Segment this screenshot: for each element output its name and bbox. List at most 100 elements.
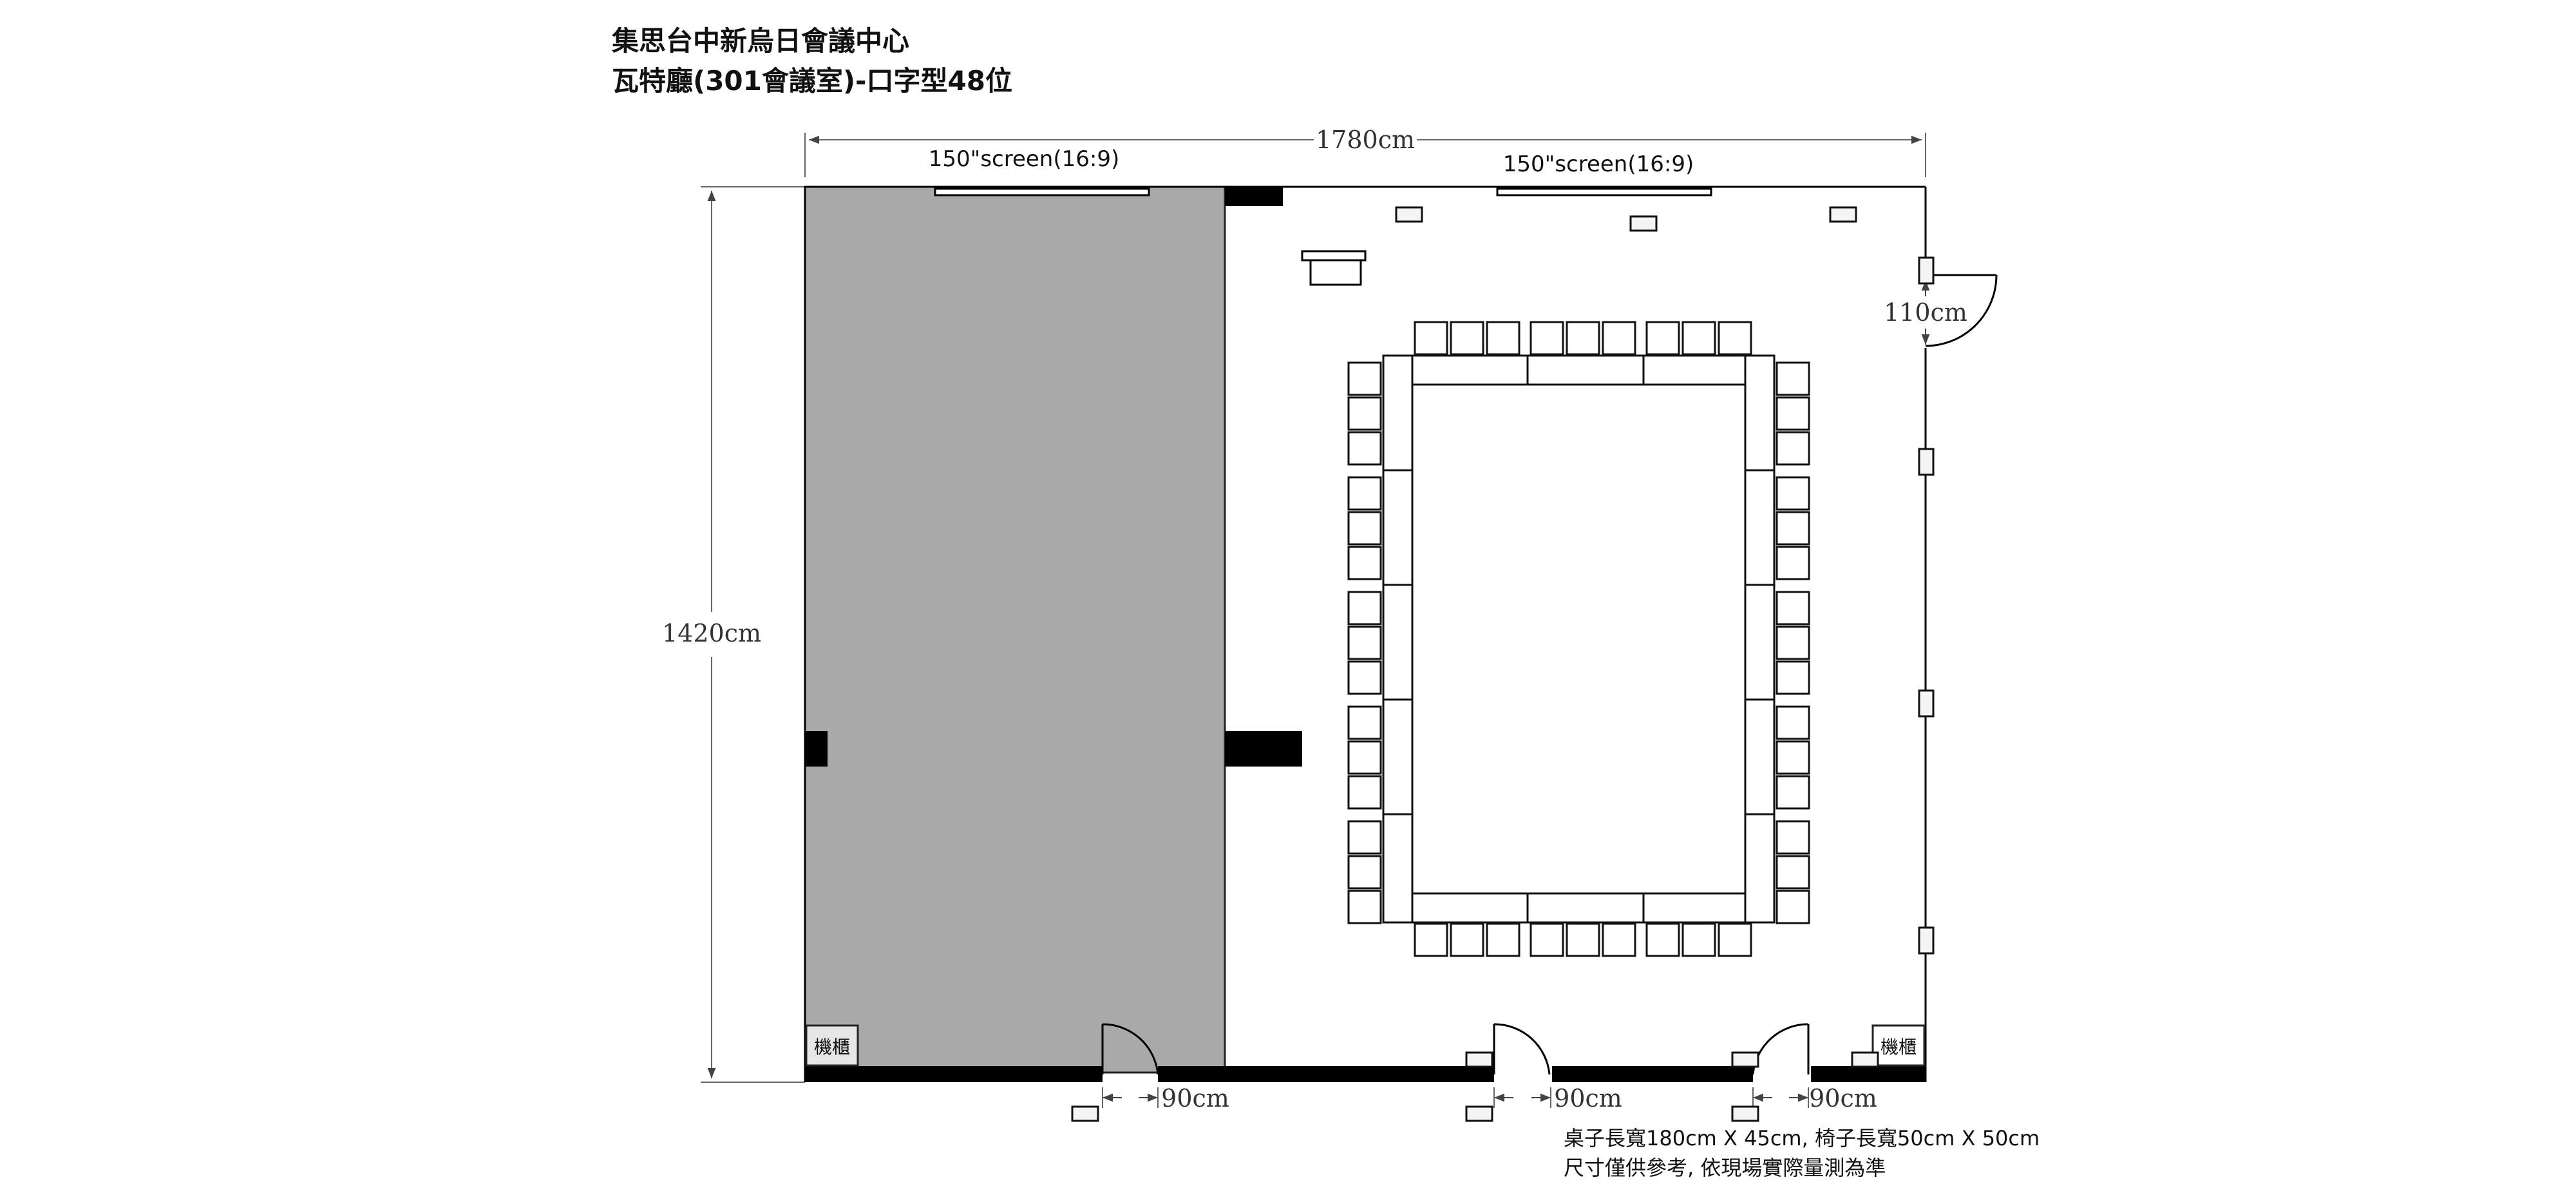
table-right xyxy=(1744,584,1776,701)
power-outlet-icon xyxy=(1629,215,1658,232)
power-outlet-icon xyxy=(1465,1051,1493,1068)
table-left xyxy=(1382,584,1414,701)
power-outlet-icon xyxy=(1918,689,1935,718)
chair-right xyxy=(1776,511,1810,546)
chair-right xyxy=(1776,625,1810,660)
chair-left xyxy=(1347,625,1382,660)
chair-top xyxy=(1602,321,1636,356)
table-right xyxy=(1744,469,1776,586)
table-top xyxy=(1410,354,1529,386)
table-left xyxy=(1382,354,1414,472)
chair-right xyxy=(1776,855,1810,890)
power-outlet-icon xyxy=(1851,1051,1879,1068)
chair-left xyxy=(1347,820,1382,855)
chair-bottom xyxy=(1681,922,1716,957)
table-bottom xyxy=(1642,892,1761,924)
chair-right xyxy=(1776,820,1810,855)
door-bottom-2: 90cm xyxy=(1493,1023,1622,1112)
power-outlet-icon xyxy=(1918,256,1935,285)
chair-top xyxy=(1486,321,1520,356)
height-dimension: 1420cm xyxy=(662,186,805,1083)
chair-top xyxy=(1681,321,1716,356)
chair-right xyxy=(1776,396,1810,431)
screen-right-label: 150"screen(16:9) xyxy=(1503,151,1694,177)
chair-bottom xyxy=(1486,922,1520,957)
chair-right xyxy=(1776,775,1810,810)
chair-left xyxy=(1347,855,1382,890)
table-right xyxy=(1744,698,1776,816)
chair-top xyxy=(1414,321,1448,356)
height-label: 1420cm xyxy=(662,619,761,647)
cabinet-left-label: 機櫃 xyxy=(814,1036,850,1058)
chair-top xyxy=(1566,321,1600,356)
table-bottom xyxy=(1526,892,1645,924)
walls xyxy=(804,186,1927,1082)
chair-bottom xyxy=(1602,922,1636,957)
chair-bottom xyxy=(1450,922,1484,957)
power-outlet-icon xyxy=(1918,448,1935,476)
chair-left xyxy=(1347,546,1382,580)
screen-left: 150"screen(16:9) xyxy=(929,146,1150,196)
chair-top xyxy=(1718,321,1752,356)
chair-top xyxy=(1450,321,1484,356)
chair-top xyxy=(1645,321,1680,356)
chair-right xyxy=(1776,431,1810,466)
chair-left xyxy=(1347,511,1382,546)
chair-left xyxy=(1347,476,1382,511)
table-right xyxy=(1744,813,1776,924)
chair-bottom xyxy=(1645,922,1680,957)
door-top-right-label: 110cm xyxy=(1884,298,1967,327)
chair-right xyxy=(1776,705,1810,740)
width-dimension: 1780cm xyxy=(804,126,1926,177)
partitioned-area xyxy=(804,186,1226,1074)
chair-left xyxy=(1347,431,1382,466)
room-title: 瓦特廳(301會議室)-口字型48位 xyxy=(612,65,1012,97)
chair-left xyxy=(1347,361,1382,396)
chair-right xyxy=(1776,546,1810,580)
power-outlet-icon xyxy=(1829,206,1857,223)
chair-right xyxy=(1776,740,1810,775)
chair-bottom xyxy=(1530,922,1564,957)
u-shape-tables xyxy=(1382,354,1776,924)
table-bottom xyxy=(1410,892,1529,924)
chair-left xyxy=(1347,740,1382,775)
cabinet-left: 機櫃 xyxy=(805,1024,859,1067)
power-outlet-icon xyxy=(1465,1105,1493,1122)
chair-left xyxy=(1347,396,1382,431)
power-outlets xyxy=(1071,206,1935,1122)
chair-top xyxy=(1530,321,1564,356)
chair-right xyxy=(1776,890,1810,924)
screen-right: 150"screen(16:9) xyxy=(1496,151,1712,196)
table-right xyxy=(1744,354,1776,472)
chair-bottom xyxy=(1566,922,1600,957)
note-disclaimer: 尺寸僅供參考, 依現場實際量測為準 xyxy=(1564,1156,1886,1180)
table-left xyxy=(1382,813,1414,924)
chair-bottom xyxy=(1718,922,1752,957)
venue-title: 集思台中新烏日會議中心 xyxy=(612,25,910,57)
chair-right xyxy=(1776,476,1810,511)
door-bottom-3-label: 90cm xyxy=(1809,1084,1877,1112)
power-outlet-icon xyxy=(1395,206,1423,223)
chairs xyxy=(1347,321,1810,957)
door-bottom-1-label: 90cm xyxy=(1161,1084,1229,1112)
chair-right xyxy=(1776,361,1810,396)
cabinet-right-label: 機櫃 xyxy=(1880,1036,1917,1058)
screen-left-label: 150"screen(16:9) xyxy=(929,146,1119,172)
power-outlet-icon xyxy=(1071,1105,1099,1122)
table-top xyxy=(1642,354,1761,386)
table-left xyxy=(1382,469,1414,586)
chair-left xyxy=(1347,775,1382,810)
chair-left xyxy=(1347,890,1382,924)
cabinet-right: 機櫃 xyxy=(1871,1024,1926,1067)
table-left xyxy=(1382,698,1414,816)
door-bottom-1: 90cm xyxy=(1101,1023,1229,1112)
note-dimensions: 桌子長寬180cm X 45cm, 椅子長寬50cm X 50cm xyxy=(1564,1126,2040,1150)
chair-right xyxy=(1776,660,1810,695)
chair-right xyxy=(1776,591,1810,625)
power-outlet-icon xyxy=(1918,926,1935,955)
chair-left xyxy=(1347,660,1382,695)
chair-left xyxy=(1347,591,1382,625)
chair-left xyxy=(1347,705,1382,740)
